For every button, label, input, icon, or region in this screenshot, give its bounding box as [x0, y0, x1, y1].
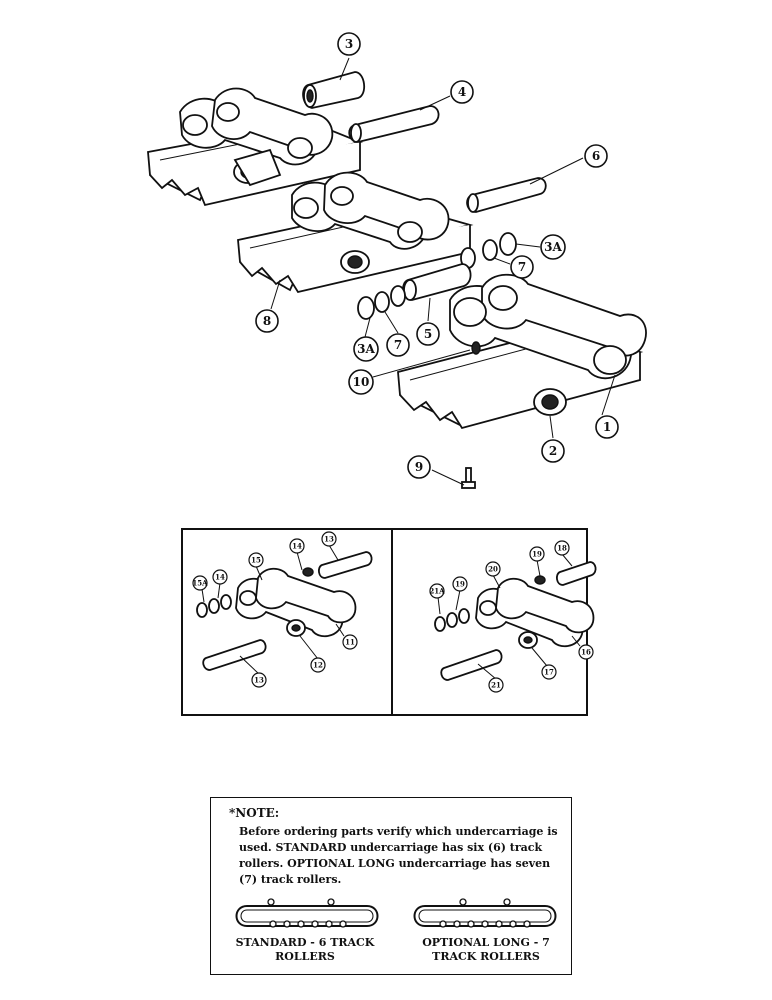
callout-14-top: 14: [289, 538, 305, 554]
callout-7-left: 7: [386, 333, 410, 357]
callout-8: 8: [255, 309, 279, 333]
svg-text:17: 17: [544, 668, 554, 677]
track-link-rear: [179, 87, 334, 187]
standard-label-line1: STANDARD - 6 TRACK: [235, 936, 375, 949]
callout-17: 17: [541, 664, 557, 680]
svg-text:14: 14: [215, 573, 225, 582]
pin-bushing-3: [302, 71, 365, 109]
svg-text:20: 20: [488, 565, 498, 574]
standard-label: STANDARD - 6 TRACK ROLLERS: [225, 936, 385, 964]
svg-text:7: 7: [518, 260, 526, 274]
bushing-5: [402, 263, 472, 301]
optional-label: OPTIONAL LONG - 7 TRACK ROLLERS: [401, 936, 571, 964]
standard-label-line2: ROLLERS: [275, 950, 335, 963]
callout-4: 4: [450, 80, 474, 104]
callout-19-left: 19: [452, 576, 468, 592]
inset-left-callouts: 13 14 15 15A 14 11 12 13: [192, 531, 358, 688]
svg-text:8: 8: [263, 314, 271, 328]
note-box: *NOTE: Before ordering parts verify whic…: [210, 797, 572, 975]
svg-text:13: 13: [324, 535, 334, 544]
svg-text:3: 3: [345, 37, 353, 51]
callout-12: 12: [310, 657, 326, 673]
callout-7-right: 7: [510, 255, 534, 279]
svg-text:16: 16: [581, 648, 591, 657]
track-link-front: [449, 273, 647, 416]
leader-lines: [270, 57, 616, 486]
optional-long-undercarriage-icon: [413, 898, 557, 928]
svg-text:1: 1: [603, 420, 611, 434]
callout-15: 15: [248, 552, 264, 568]
svg-text:5: 5: [424, 327, 432, 341]
svg-text:3A: 3A: [357, 342, 375, 356]
optional-label-line1: OPTIONAL LONG - 7: [422, 936, 550, 949]
svg-text:11: 11: [345, 638, 355, 647]
svg-text:6: 6: [592, 149, 600, 163]
inset-right-leaders: [437, 553, 581, 680]
inset-right-link-assembly: [434, 561, 597, 681]
svg-text:14: 14: [292, 542, 302, 551]
callout-11: 11: [342, 634, 358, 650]
callout-20: 20: [485, 561, 501, 577]
track-link-middle: [291, 171, 450, 274]
svg-text:3A: 3A: [544, 240, 562, 254]
svg-text:2: 2: [549, 444, 557, 458]
callout-6: 6: [584, 144, 608, 168]
callout-15a: 15A: [192, 575, 208, 591]
note-title: *NOTE:: [229, 806, 280, 820]
callout-18: 18: [554, 540, 570, 556]
svg-text:13: 13: [254, 676, 264, 685]
svg-text:21A: 21A: [429, 587, 445, 596]
callout-19-top: 19: [529, 546, 545, 562]
svg-text:15: 15: [251, 556, 261, 565]
svg-text:19: 19: [455, 580, 465, 589]
inset-right-callouts: 18 19 20 21A 19 16 17 21: [429, 540, 594, 693]
callout-21a: 21A: [429, 583, 445, 599]
note-body: Before ordering parts verify which under…: [239, 825, 558, 886]
callout-16: 16: [578, 644, 594, 660]
callout-3a-left: 3A: [353, 336, 379, 362]
seal-set-left: [357, 285, 406, 320]
bolt-9: [461, 467, 476, 489]
inset-left-link-assembly: [196, 551, 373, 671]
callout-5: 5: [416, 322, 440, 346]
callout-3a-right: 3A: [540, 234, 566, 260]
undercarriage-silhouettes: [235, 898, 557, 928]
svg-text:15A: 15A: [192, 579, 208, 588]
callout-21: 21: [488, 677, 504, 693]
standard-undercarriage-icon: [235, 898, 379, 928]
svg-text:21: 21: [491, 681, 501, 690]
seal-set-right: [460, 232, 517, 269]
master-pin-6: [466, 177, 547, 213]
callout-2: 2: [541, 439, 565, 463]
svg-text:7: 7: [394, 338, 402, 352]
callout-14-left: 14: [212, 569, 228, 585]
svg-text:9: 9: [415, 460, 423, 474]
callout-1: 1: [595, 415, 619, 439]
callout-13-bottom: 13: [251, 672, 267, 688]
optional-label-line2: TRACK ROLLERS: [432, 950, 540, 963]
inset-left-leaders: [201, 544, 345, 675]
callout-10: 10: [348, 369, 374, 395]
svg-text:12: 12: [313, 661, 323, 670]
svg-text:19: 19: [532, 550, 542, 559]
callout-9: 9: [407, 455, 431, 479]
svg-text:4: 4: [458, 85, 466, 99]
svg-text:18: 18: [557, 544, 567, 553]
callout-3: 3: [337, 32, 361, 56]
track-pin-4: [348, 105, 440, 143]
callout-13-top: 13: [321, 531, 337, 547]
svg-text:10: 10: [353, 375, 370, 389]
